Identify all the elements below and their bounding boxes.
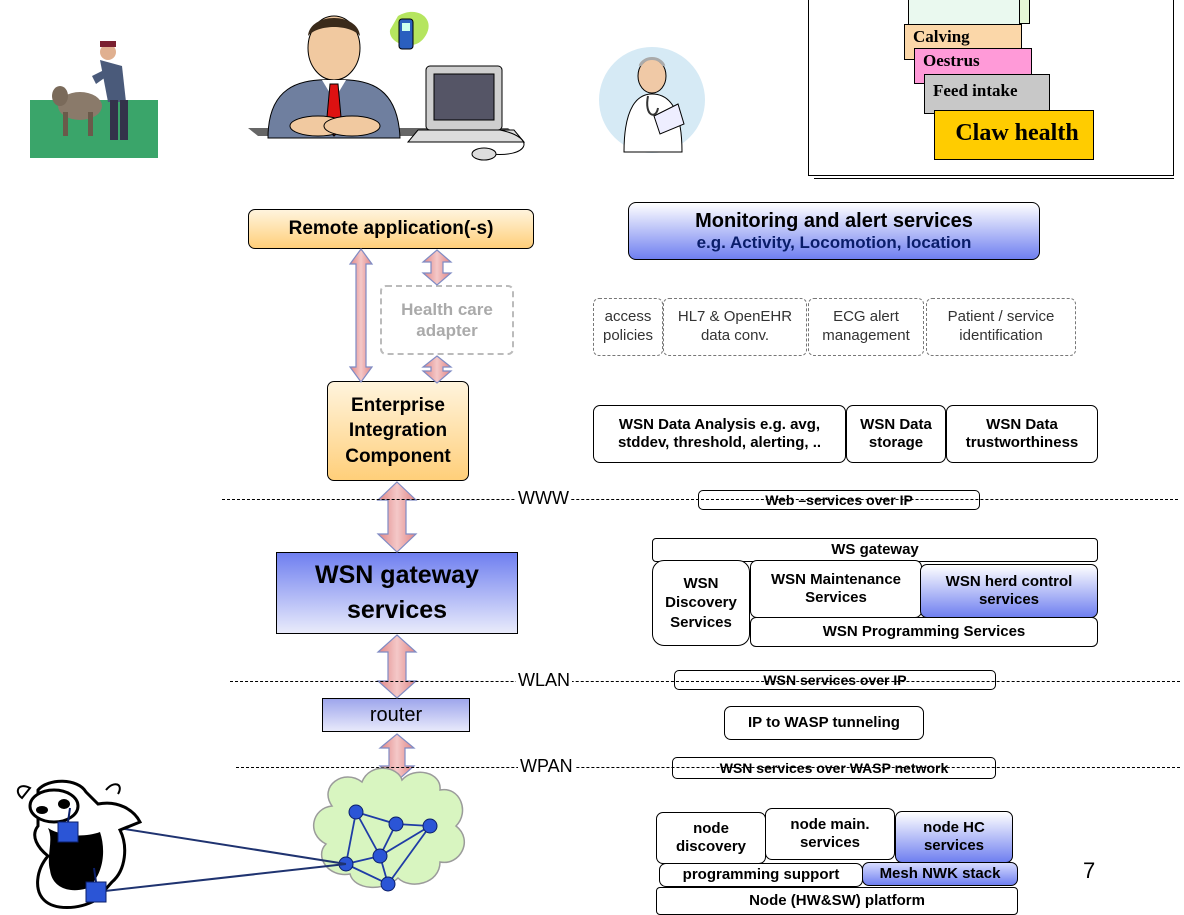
wsn-services-over-wasp-label: WSN services over WASP network [672, 757, 996, 779]
wpan-label: WPAN [518, 756, 575, 777]
wsn-programming-services-box: WSN Programming Services [750, 617, 1098, 647]
www-line [222, 499, 1178, 500]
web-services-label: Web –services over IP [698, 490, 980, 510]
www-label: WWW [516, 488, 571, 509]
health-care-adapter-box: Health care adapter [380, 285, 514, 355]
wsn-discovery-services-box: WSN Discovery Services [652, 560, 750, 646]
doctor-icon [599, 47, 705, 153]
wsn-gateway-services-box: WSN gateway services [276, 552, 518, 634]
card-stack-shadow-line [814, 178, 1174, 179]
wsn-data-trust-box: WSN Data trustworthiness [946, 405, 1098, 463]
programming-support-box: programming support [659, 863, 863, 887]
mesh-nwk-stack-box: Mesh NWK stack [862, 862, 1018, 886]
node-main-services-box: node main. services [765, 808, 895, 860]
wsn-maintenance-services-box: WSN Maintenance Services [750, 560, 922, 618]
ip-to-wasp-tunneling-box: IP to WASP tunneling [724, 706, 924, 740]
arrow-adapter-eic [421, 355, 453, 384]
arrow-remote-eic [348, 247, 374, 384]
wsn-data-storage-box: WSN Data storage [846, 405, 946, 463]
wsn-herd-control-box: WSN herd control services [920, 564, 1098, 618]
card-feed-intake: Feed intake [924, 74, 1050, 114]
wlan-line [230, 681, 1180, 682]
ecg-alert-box: ECG alert management [808, 298, 924, 356]
arrow-remote-adapter [421, 249, 453, 286]
node-hc-services-box: node HC services [895, 811, 1013, 863]
wsn-data-analysis-box: WSN Data Analysis e.g. avg, stddev, thre… [593, 405, 846, 463]
hl7-openehr-box: HL7 & OpenEHR data conv. [663, 298, 807, 356]
businessman-computer-icon [248, 11, 526, 161]
wpan-line [236, 767, 1180, 768]
monitoring-title: Monitoring and alert services [695, 209, 973, 232]
node-discovery-box: node discovery [656, 812, 766, 864]
remote-application-box: Remote application(-s) [248, 209, 534, 249]
enterprise-integration-component: Enterprise Integration Component [327, 381, 469, 481]
ws-gateway-box: WS gateway [652, 538, 1098, 562]
patient-identification-box: Patient / service identification [926, 298, 1076, 356]
router-box: router [322, 698, 470, 732]
access-policies-box: access policies [593, 298, 663, 356]
arrow-gateway-router [376, 634, 418, 699]
wlan-label: WLAN [516, 670, 573, 691]
monitoring-alert-services-box: Monitoring and alert services e.g. Activ… [628, 202, 1040, 260]
farmer-cow-icon [30, 41, 158, 158]
wsn-services-over-ip-label: WSN services over IP [674, 670, 996, 690]
card-claw-health: Claw health [934, 110, 1094, 160]
cow-icon [16, 779, 143, 909]
monitoring-subtitle: e.g. Activity, Locomotion, location [696, 232, 972, 252]
page-number: 7 [1083, 858, 1096, 883]
